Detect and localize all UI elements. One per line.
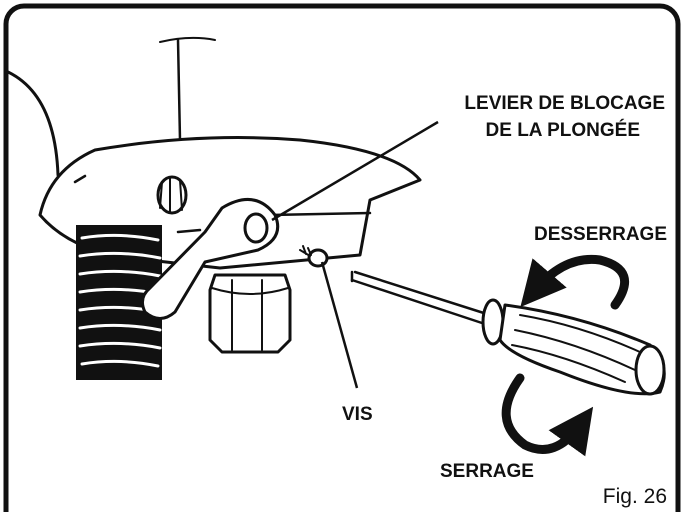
loosen-label: DESSERRAGE xyxy=(534,224,667,245)
figure-frame xyxy=(3,3,681,517)
loosen-arrow xyxy=(520,254,629,310)
figure-caption: Fig. 26 xyxy=(603,485,667,508)
tighten-label: SERRAGE xyxy=(440,461,534,482)
screw-label: VIS xyxy=(342,404,373,425)
plunge-lock-lever xyxy=(140,198,280,320)
knurled-knob xyxy=(156,175,188,215)
lever-label-line2: DE LA PLONGÉE xyxy=(486,119,640,141)
housing-curve xyxy=(8,70,60,177)
lever-label-line1: LEVIER DE BLOCAGE xyxy=(464,93,665,114)
collet-nut xyxy=(208,273,292,354)
screw-leader-line xyxy=(320,261,359,389)
depth-rod xyxy=(176,38,182,142)
tighten-arrow xyxy=(501,373,594,457)
screwdriver-icon xyxy=(350,270,666,396)
lever-leader-line xyxy=(271,120,439,222)
